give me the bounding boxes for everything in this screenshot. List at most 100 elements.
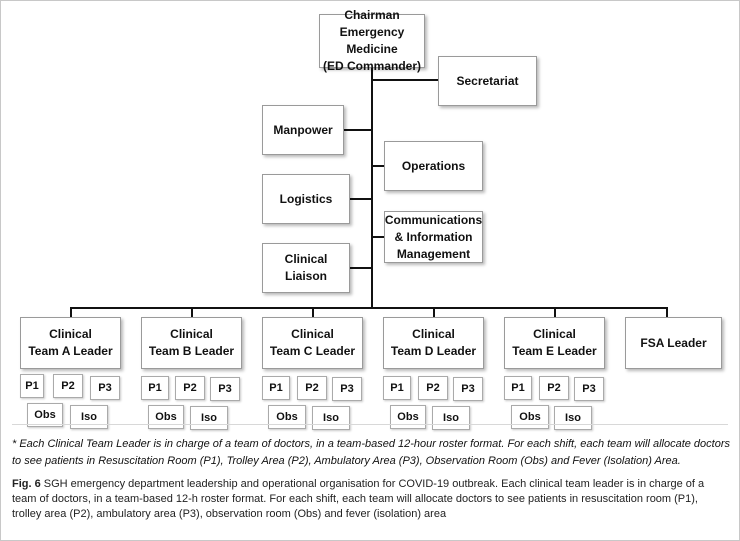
team-d-obs-label: Obs <box>397 411 419 423</box>
team-e-iso-label: Iso <box>565 412 581 424</box>
team-c-obs: Obs <box>268 405 306 429</box>
team-a-drop <box>70 307 72 317</box>
team-b-iso: Iso <box>190 406 228 430</box>
team-c-p3-label: P3 <box>340 383 354 395</box>
footnote: * Each Clinical Team Leader is in charge… <box>12 438 730 467</box>
team-b-p3-label: P3 <box>218 383 232 395</box>
logistics-label: Logistics <box>279 191 333 206</box>
team-a-iso-label: Iso <box>81 411 97 423</box>
team-d-p1-label: P1 <box>390 382 404 394</box>
fsa-leader-box: FSA Leader <box>625 317 722 369</box>
team-b-obs-label: Obs <box>155 411 177 423</box>
team-a-p3: P3 <box>90 376 120 400</box>
team-b-p1: P1 <box>141 376 169 400</box>
team-e-p1-label: P1 <box>511 382 525 394</box>
team-e-line-2: Team E Leader <box>512 344 597 358</box>
secretariat-connector <box>372 79 438 81</box>
operations-box: Operations <box>384 141 483 191</box>
team-c-p2: P2 <box>297 376 327 400</box>
manpower-label: Manpower <box>273 122 333 137</box>
chairman-box: Chairman Emergency Medicine (ED Commande… <box>319 8 425 73</box>
team-b-line-2: Team B Leader <box>148 344 235 358</box>
team-e-obs-label: Obs <box>519 411 541 423</box>
team-a-p3-label: P3 <box>98 382 112 394</box>
team-d-line-1: Clinical <box>412 327 455 341</box>
team-c-p1-label: P1 <box>269 382 283 394</box>
team-d-p2: P2 <box>418 376 448 400</box>
team-e-p3-label: P3 <box>582 383 596 395</box>
communications-line-3: Management <box>396 246 471 261</box>
team-b-iso-label: Iso <box>201 412 217 424</box>
communications-line-2: & Information <box>394 229 473 244</box>
team-e-iso: Iso <box>554 406 592 430</box>
team-d-p3-label: P3 <box>461 383 475 395</box>
communications-connector <box>372 236 384 238</box>
team-e-p1: P1 <box>504 376 532 400</box>
team-e-obs: Obs <box>511 405 549 429</box>
team-e-p2: P2 <box>539 376 569 400</box>
secretariat-label: Secretariat <box>456 73 519 88</box>
team-b-p2-label: P2 <box>183 382 197 394</box>
logistics-connector <box>350 198 372 200</box>
chairman-line-1: Chairman <box>344 8 400 22</box>
communications-box: Communications & Information Management <box>384 211 483 263</box>
team-b-p2: P2 <box>175 376 205 400</box>
team-c-p2-label: P2 <box>305 382 319 394</box>
clinical-liaison-box: Clinical Liaison <box>262 243 350 293</box>
team-e-drop <box>554 307 556 317</box>
team-a-obs: Obs <box>27 403 63 427</box>
team-d-iso-label: Iso <box>443 412 459 424</box>
communications-line-1: Communications <box>384 212 483 227</box>
team-a-obs-label: Obs <box>34 409 56 421</box>
team-d-p3: P3 <box>453 377 483 401</box>
figure-caption: Fig. 6 SGH emergency department leadersh… <box>12 477 730 522</box>
divider <box>12 424 728 425</box>
team-a-line-1: Clinical <box>49 327 92 341</box>
team-a-p1: P1 <box>20 374 44 398</box>
team-c-p1: P1 <box>262 376 290 400</box>
team-b-p3: P3 <box>210 377 240 401</box>
chairman-line-2: Emergency Medicine <box>339 25 405 56</box>
team-bus-line <box>70 307 668 309</box>
team-b-line-1: Clinical <box>170 327 213 341</box>
fsa-leader-label: FSA Leader <box>640 335 707 350</box>
manpower-connector <box>344 129 372 131</box>
operations-label: Operations <box>401 158 466 173</box>
figure-caption-text: SGH emergency department leadership and … <box>12 478 705 520</box>
figure-label: Fig. 6 <box>12 478 41 490</box>
team-e-p3: P3 <box>574 377 604 401</box>
team-d-p2-label: P2 <box>426 382 440 394</box>
team-b-obs: Obs <box>148 405 184 429</box>
clinical-liaison-connector <box>350 267 372 269</box>
team-b-drop <box>191 307 193 317</box>
team-c-obs-label: Obs <box>276 411 298 423</box>
operations-connector <box>372 165 384 167</box>
team-d-p1: P1 <box>383 376 411 400</box>
team-d-drop <box>433 307 435 317</box>
team-e-line-1: Clinical <box>533 327 576 341</box>
team-b-p1-label: P1 <box>148 382 162 394</box>
team-a-iso: Iso <box>70 405 108 429</box>
team-d-line-2: Team D Leader <box>390 344 477 358</box>
clinical-liaison-label: Clinical Liaison <box>284 252 328 283</box>
logistics-box: Logistics <box>262 174 350 224</box>
secretariat-box: Secretariat <box>438 56 537 106</box>
chairman-line-3: (ED Commander) <box>322 59 421 73</box>
team-c-iso: Iso <box>312 406 350 430</box>
team-a-p1-label: P1 <box>25 380 39 392</box>
team-a-line-2: Team A Leader <box>28 344 113 358</box>
team-d-obs: Obs <box>390 405 426 429</box>
team-a-p2-label: P2 <box>61 380 75 392</box>
team-c-iso-label: Iso <box>323 412 339 424</box>
main-trunk-line <box>371 67 373 309</box>
team-c-line-1: Clinical <box>291 327 334 341</box>
fsa-drop <box>666 307 668 317</box>
team-a-p2: P2 <box>53 374 83 398</box>
team-e-p2-label: P2 <box>547 382 561 394</box>
